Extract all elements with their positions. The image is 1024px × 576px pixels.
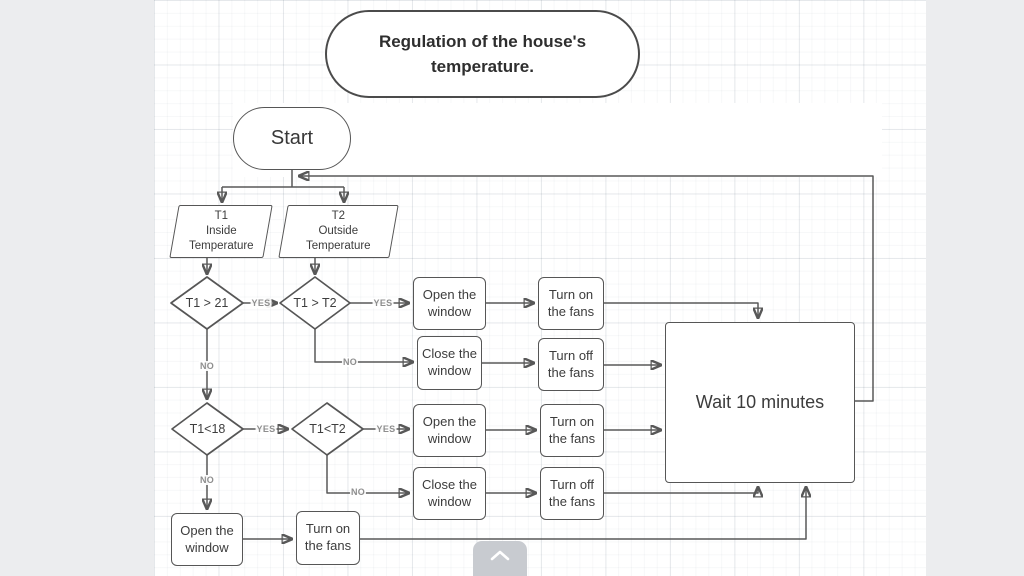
open1-line1: Open the	[422, 286, 477, 302]
start-node[interactable]: Start	[233, 107, 351, 170]
open3-line1: Open the	[180, 522, 234, 538]
off2-line1: Turn off	[549, 476, 595, 492]
edge-label-d2-yes: YES	[372, 298, 394, 308]
decision-d2-label[interactable]: T1 > T2	[293, 296, 337, 310]
process-open-window-2[interactable]: Open the window	[413, 404, 486, 457]
process-fans-on-1[interactable]: Turn on the fans	[538, 277, 604, 330]
title-text: Regulation of the house's temperature.	[378, 31, 587, 77]
process-fans-off-2[interactable]: Turn off the fans	[540, 467, 604, 520]
edge-label-d1-no: NO	[198, 361, 216, 371]
close1-line2: window	[427, 363, 472, 378]
decision-d1-label[interactable]: T1 > 21	[185, 296, 229, 310]
open1-line2: window	[427, 303, 472, 319]
t2-line1: T2	[331, 210, 346, 223]
wait-label: Wait 10 minutes	[695, 391, 825, 412]
on1-line1: Turn on	[548, 286, 594, 302]
on2-line2: the fans	[548, 430, 596, 446]
on1-line2: the fans	[547, 303, 595, 319]
off1-line1: Turn off	[548, 347, 594, 363]
title-node[interactable]: Regulation of the house's temperature.	[325, 10, 640, 98]
right-gutter	[926, 0, 1024, 576]
edge-label-d4-no: NO	[349, 487, 367, 497]
process-wait-node[interactable]: Wait 10 minutes	[665, 322, 855, 483]
on2-line1: Turn on	[549, 413, 595, 429]
close2-line2: window	[427, 493, 472, 509]
t1-line3: Temperature	[188, 239, 254, 252]
input-t1-node[interactable]: T1 Inside Temperature	[169, 205, 273, 258]
close2-line1: Close the	[422, 476, 477, 492]
process-fans-off-1[interactable]: Turn off the fans	[538, 338, 604, 391]
on3-line1: Turn on	[305, 521, 351, 537]
t1-line2: Inside	[205, 225, 237, 238]
start-label: Start	[270, 126, 314, 149]
process-close-window-1[interactable]: Close the window	[417, 336, 482, 390]
decision-d4-label[interactable]: T1<T2	[309, 422, 346, 436]
t2-line3: Temperature	[306, 239, 371, 252]
t1-line1: T1	[214, 210, 228, 223]
edge-label-d3-no: NO	[198, 475, 216, 485]
edge-label-d3-yes: YES	[255, 424, 277, 434]
process-close-window-2[interactable]: Close the window	[413, 467, 486, 520]
t2-line2: Outside	[318, 225, 359, 238]
edge-label-d4-yes: YES	[375, 424, 397, 434]
open3-line2: window	[185, 539, 229, 555]
scroll-up-button[interactable]	[473, 541, 527, 576]
edge-label-d1-yes: YES	[250, 298, 272, 308]
left-gutter	[0, 0, 154, 576]
input-t2-node[interactable]: T2 Outside Temperature	[278, 205, 399, 258]
process-fans-on-3[interactable]: Turn on the fans	[296, 511, 360, 565]
off1-line2: the fans	[547, 364, 595, 380]
off2-line2: the fans	[548, 493, 596, 509]
open2-line2: window	[427, 430, 472, 446]
process-open-window-1[interactable]: Open the window	[413, 277, 486, 330]
process-open-window-3[interactable]: Open the window	[171, 513, 243, 566]
decision-d3-label[interactable]: T1<18	[189, 422, 226, 436]
on3-line2: the fans	[304, 538, 352, 553]
edge-label-d2-no: NO	[341, 357, 359, 367]
chevron-up-icon	[490, 550, 510, 561]
open2-line1: Open the	[422, 413, 477, 429]
process-fans-on-2[interactable]: Turn on the fans	[540, 404, 604, 457]
close1-line1: Close the	[422, 346, 477, 362]
